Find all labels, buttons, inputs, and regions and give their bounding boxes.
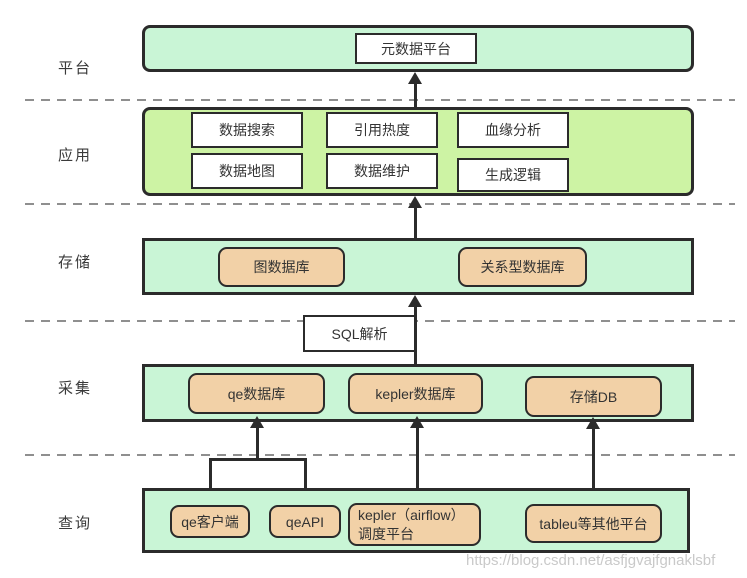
node-data-map: 数据地图 [191,153,303,189]
arrow-kepler-platform-to-kepler-db-line [416,426,419,505]
arrow-application-to-platform-line [414,82,417,107]
node-sql-parse: SQL解析 [303,315,416,352]
elbow-qe-client-line [209,458,212,505]
arrow-kepler-platform-to-kepler-db-head [410,416,424,428]
node-data-maintenance: 数据维护 [326,153,438,189]
node-graph-database: 图数据库 [218,247,345,287]
layer-label-storage: 存储 [57,254,92,271]
arrow-tableu-to-storage-db-line [592,427,595,504]
layer-label-collection: 采集 [57,380,92,397]
node-kepler-database: kepler数据库 [348,373,483,414]
arrow-collection-to-storage-head [408,295,422,307]
arrow-collection-to-storage-line [414,305,417,373]
node-relational-database: 关系型数据库 [458,247,587,287]
arrow-application-to-platform-head [408,72,422,84]
layer-label-application: 应用 [57,147,92,164]
watermark: https://blog.csdn.net/asfjgvajfgnaklsbf [466,552,716,569]
node-data-search: 数据搜索 [191,112,303,148]
dashed-separator-4 [25,454,735,456]
elbow-qe-horizontal-line [209,458,307,461]
node-reference-heat: 引用热度 [326,112,438,148]
arrow-storage-to-application-head [408,196,422,208]
node-qe-client: qe客户端 [170,505,250,538]
layer-label-platform: 平台 [57,60,92,77]
arrow-storage-to-application-line [414,206,417,238]
node-metadata-platform: 元数据平台 [355,33,477,64]
node-storage-db: 存储DB [525,376,662,417]
node-generation-logic: 生成逻辑 [457,158,569,192]
node-tableu-platforms: tableu等其他平台 [525,504,662,543]
layer-label-query: 查询 [57,515,92,532]
elbow-qe-api-line [304,458,307,505]
dashed-separator-1 [25,99,735,101]
node-qe-database: qe数据库 [188,373,325,414]
node-qe-api: qeAPI [269,505,341,538]
arrow-query-to-qe-database-head [250,416,264,428]
arrow-tableu-to-storage-db-head [586,417,600,429]
dashed-separator-2 [25,203,735,205]
node-lineage-analysis: 血缘分析 [457,112,569,148]
node-kepler-airflow-platform: kepler（airflow）调度平台 [348,503,481,546]
arrow-query-to-qe-database-line [256,426,259,459]
